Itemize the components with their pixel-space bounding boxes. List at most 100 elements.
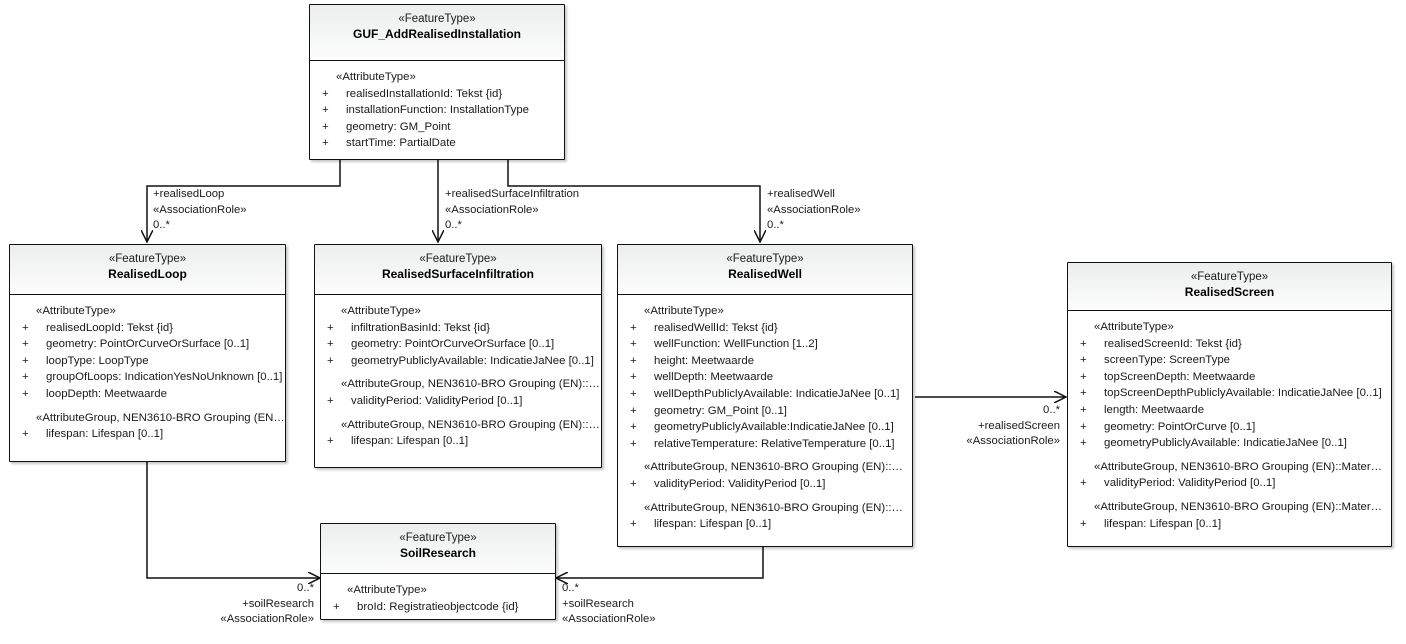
attribute-compartment-label: «AttributeType» bbox=[336, 71, 416, 83]
attribute-row: + realisedInstallationId: Tekst {id} bbox=[312, 86, 562, 103]
class-header: «FeatureType» RealisedScreen bbox=[1068, 263, 1391, 311]
class-realisedscreen[interactable]: «FeatureType» RealisedScreen «AttributeT… bbox=[1067, 262, 1392, 547]
class-stereotype: «FeatureType» bbox=[726, 253, 804, 265]
association-multiplicity: 0..* bbox=[153, 219, 170, 231]
attribute-group-label: «AttributeGroup, NEN3610-BRO Grouping (E… bbox=[644, 501, 903, 514]
attribute-row: + groupOfLoops: IndicationYesNoUnknown [… bbox=[12, 369, 283, 386]
attribute-text: wellDepthPubliclyAvailable: IndicatieJaN… bbox=[654, 387, 900, 400]
attribute-text: geometry: PointOrCurveOrSurface [0..1] bbox=[351, 338, 555, 351]
attribute-row: + realisedScreenId: Tekst {id} bbox=[1070, 336, 1389, 353]
association-multiplicity: 0..* bbox=[767, 219, 784, 231]
association-stereotype: «AssociationRole» bbox=[966, 435, 1060, 447]
association-role-name: +soilResearch bbox=[562, 597, 634, 610]
connector-realisedwell-soilresearch bbox=[556, 547, 764, 578]
attribute-row: + wellDepthPubliclyAvailable: IndicatieJ… bbox=[620, 386, 910, 403]
visibility-marker: + bbox=[22, 321, 29, 334]
visibility-marker: + bbox=[630, 404, 637, 417]
attribute-text: installationFunction: InstallationType bbox=[346, 104, 529, 117]
class-name: RealisedScreen bbox=[1184, 285, 1275, 299]
class-guf-addrealisedinstallation[interactable]: «FeatureType» GUF_AddRealisedInstallatio… bbox=[309, 4, 565, 160]
visibility-marker: + bbox=[630, 518, 637, 531]
attribute-text: relativeTemperature: RelativeTemperature… bbox=[654, 437, 895, 450]
visibility-marker: + bbox=[327, 354, 334, 367]
class-stereotype: «FeatureType» bbox=[108, 253, 187, 265]
attribute-text: length: Meetwaarde bbox=[1104, 403, 1205, 416]
association-label-realisedwell: +realisedWell «AssociationRole» 0..* bbox=[767, 187, 861, 234]
class-realisedsurfaceinfiltration[interactable]: «FeatureType» RealisedSurfaceInfiltratio… bbox=[314, 244, 602, 468]
visibility-marker: + bbox=[630, 338, 637, 351]
attribute-row: + geometry: GM_Point bbox=[312, 119, 562, 136]
attribute-row: + wellDepth: Meetwaarde bbox=[620, 369, 910, 386]
class-stereotype: «FeatureType» bbox=[399, 532, 477, 544]
association-stereotype: «AssociationRole» bbox=[562, 613, 656, 625]
class-stereotype: «FeatureType» bbox=[398, 13, 476, 25]
attribute-row: + validityPeriod: ValidityPeriod [0..1] bbox=[1070, 475, 1389, 492]
visibility-marker: + bbox=[22, 354, 29, 367]
attribute-row: + topScreenDepthPubliclyAvailable: Indic… bbox=[1070, 385, 1389, 402]
association-label-realisedloop: +realisedLoop «AssociationRole» 0..* bbox=[153, 187, 247, 234]
visibility-marker: + bbox=[1080, 387, 1087, 400]
class-soilresearch[interactable]: «FeatureType» SoilResearch «AttributeTyp… bbox=[320, 523, 556, 620]
attribute-text: topScreenDepth: Meetwaarde bbox=[1104, 370, 1256, 383]
attribute-row: + geometry: PointOrCurveOrSurface [0..1] bbox=[317, 336, 599, 353]
attribute-text: loopType: LoopType bbox=[46, 354, 149, 367]
attribute-row: + broId: Registratieobjectcode {id} bbox=[323, 599, 553, 616]
attribute-text: validityPeriod: ValidityPeriod [0..1] bbox=[351, 394, 523, 407]
class-header: «FeatureType» SoilResearch bbox=[321, 524, 555, 574]
attribute-text: wellDepth: Meetwaarde bbox=[654, 371, 774, 384]
visibility-marker: + bbox=[22, 338, 29, 351]
association-multiplicity: 0..* bbox=[445, 219, 462, 231]
visibility-marker: + bbox=[1080, 370, 1087, 383]
class-attributes: «AttributeType» + realisedLoopId: Tekst … bbox=[10, 295, 285, 449]
attribute-row: + length: Meetwaarde bbox=[1070, 402, 1389, 419]
visibility-marker: + bbox=[327, 435, 334, 448]
attribute-text: loopDepth: Meetwaarde bbox=[46, 387, 167, 400]
visibility-marker: + bbox=[322, 137, 329, 150]
visibility-marker: + bbox=[1080, 420, 1087, 433]
class-name: RealisedWell bbox=[728, 267, 802, 281]
attribute-text: geometryPubliclyAvailable: IndicatieJaNe… bbox=[1104, 437, 1347, 450]
attribute-row: + geometry: PointOrCurve [0..1] bbox=[1070, 419, 1389, 436]
attribute-row: + geometryPubliclyAvailable: IndicatieJa… bbox=[317, 353, 599, 370]
attribute-text: realisedLoopId: Tekst {id} bbox=[46, 321, 174, 334]
attribute-row: + lifespan: Lifespan [0..1] bbox=[12, 426, 283, 443]
class-header: «FeatureType» RealisedWell bbox=[618, 245, 912, 295]
attribute-text: screenType: ScreenType bbox=[1104, 354, 1230, 367]
association-role-name: +realisedSurfaceInfiltration bbox=[445, 188, 580, 200]
class-name: SoilResearch bbox=[399, 546, 477, 560]
attribute-row: + startTime: PartialDate bbox=[312, 135, 562, 152]
attribute-text: startTime: PartialDate bbox=[346, 137, 456, 150]
attribute-group-label: «AttributeGroup, NEN3610-BRO Grouping (E… bbox=[1094, 500, 1383, 513]
attribute-row: + lifespan: Lifespan [0..1] bbox=[620, 516, 910, 533]
visibility-marker: + bbox=[322, 104, 329, 117]
association-multiplicity: 0..* bbox=[1043, 404, 1060, 416]
class-realisedwell[interactable]: «FeatureType» RealisedWell «AttributeTyp… bbox=[617, 244, 913, 547]
attribute-group-label: «AttributeGroup, NEN3610-BRO Grouping (E… bbox=[341, 418, 599, 431]
attribute-row: + geometryPubliclyAvailable:IndicatieJaN… bbox=[620, 419, 910, 436]
association-label-realisedsurfaceinfiltration: +realisedSurfaceInfiltration «Associatio… bbox=[445, 187, 579, 234]
attribute-text: geometryPubliclyAvailable: IndicatieJaNe… bbox=[351, 354, 594, 367]
attribute-row: + realisedWellId: Tekst {id} bbox=[620, 320, 910, 337]
attribute-group-label: «AttributeGroup, NEN3610-BRO Grouping (E… bbox=[36, 411, 283, 424]
attribute-compartment-label: «AttributeType» bbox=[36, 305, 116, 317]
attribute-row: + validityPeriod: ValidityPeriod [0..1] bbox=[317, 393, 599, 410]
visibility-marker: + bbox=[1080, 337, 1087, 350]
attribute-text: lifespan: Lifespan [0..1] bbox=[46, 428, 164, 441]
visibility-marker: + bbox=[1080, 517, 1087, 530]
attribute-row: + loopDepth: Meetwaarde bbox=[12, 386, 283, 403]
attribute-row: + geometry: GM_Point [0..1] bbox=[620, 403, 910, 420]
attribute-text: geometryPubliclyAvailable:IndicatieJaNee… bbox=[654, 421, 894, 434]
class-header: «FeatureType» GUF_AddRealisedInstallatio… bbox=[310, 5, 564, 61]
attribute-text: validityPeriod: ValidityPeriod [0..1] bbox=[654, 477, 826, 490]
class-realisedloop[interactable]: «FeatureType» RealisedLoop «AttributeTyp… bbox=[9, 244, 286, 462]
association-stereotype: «AssociationRole» bbox=[767, 203, 861, 216]
visibility-marker: + bbox=[327, 321, 334, 334]
class-attributes: «AttributeType» + realisedWellId: Tekst … bbox=[618, 295, 912, 539]
attribute-text: geometry: PointOrCurveOrSurface [0..1] bbox=[46, 338, 250, 351]
attribute-text: validityPeriod: ValidityPeriod [0..1] bbox=[1104, 477, 1276, 490]
class-header: «FeatureType» RealisedSurfaceInfiltratio… bbox=[315, 245, 601, 295]
attribute-group-label: «AttributeGroup, NEN3610-BRO Grouping (E… bbox=[1094, 460, 1383, 473]
attribute-row: + wellFunction: WellFunction [1..2] bbox=[620, 336, 910, 353]
association-multiplicity: 0..* bbox=[297, 582, 314, 594]
attribute-text: height: Meetwaarde bbox=[654, 354, 755, 367]
